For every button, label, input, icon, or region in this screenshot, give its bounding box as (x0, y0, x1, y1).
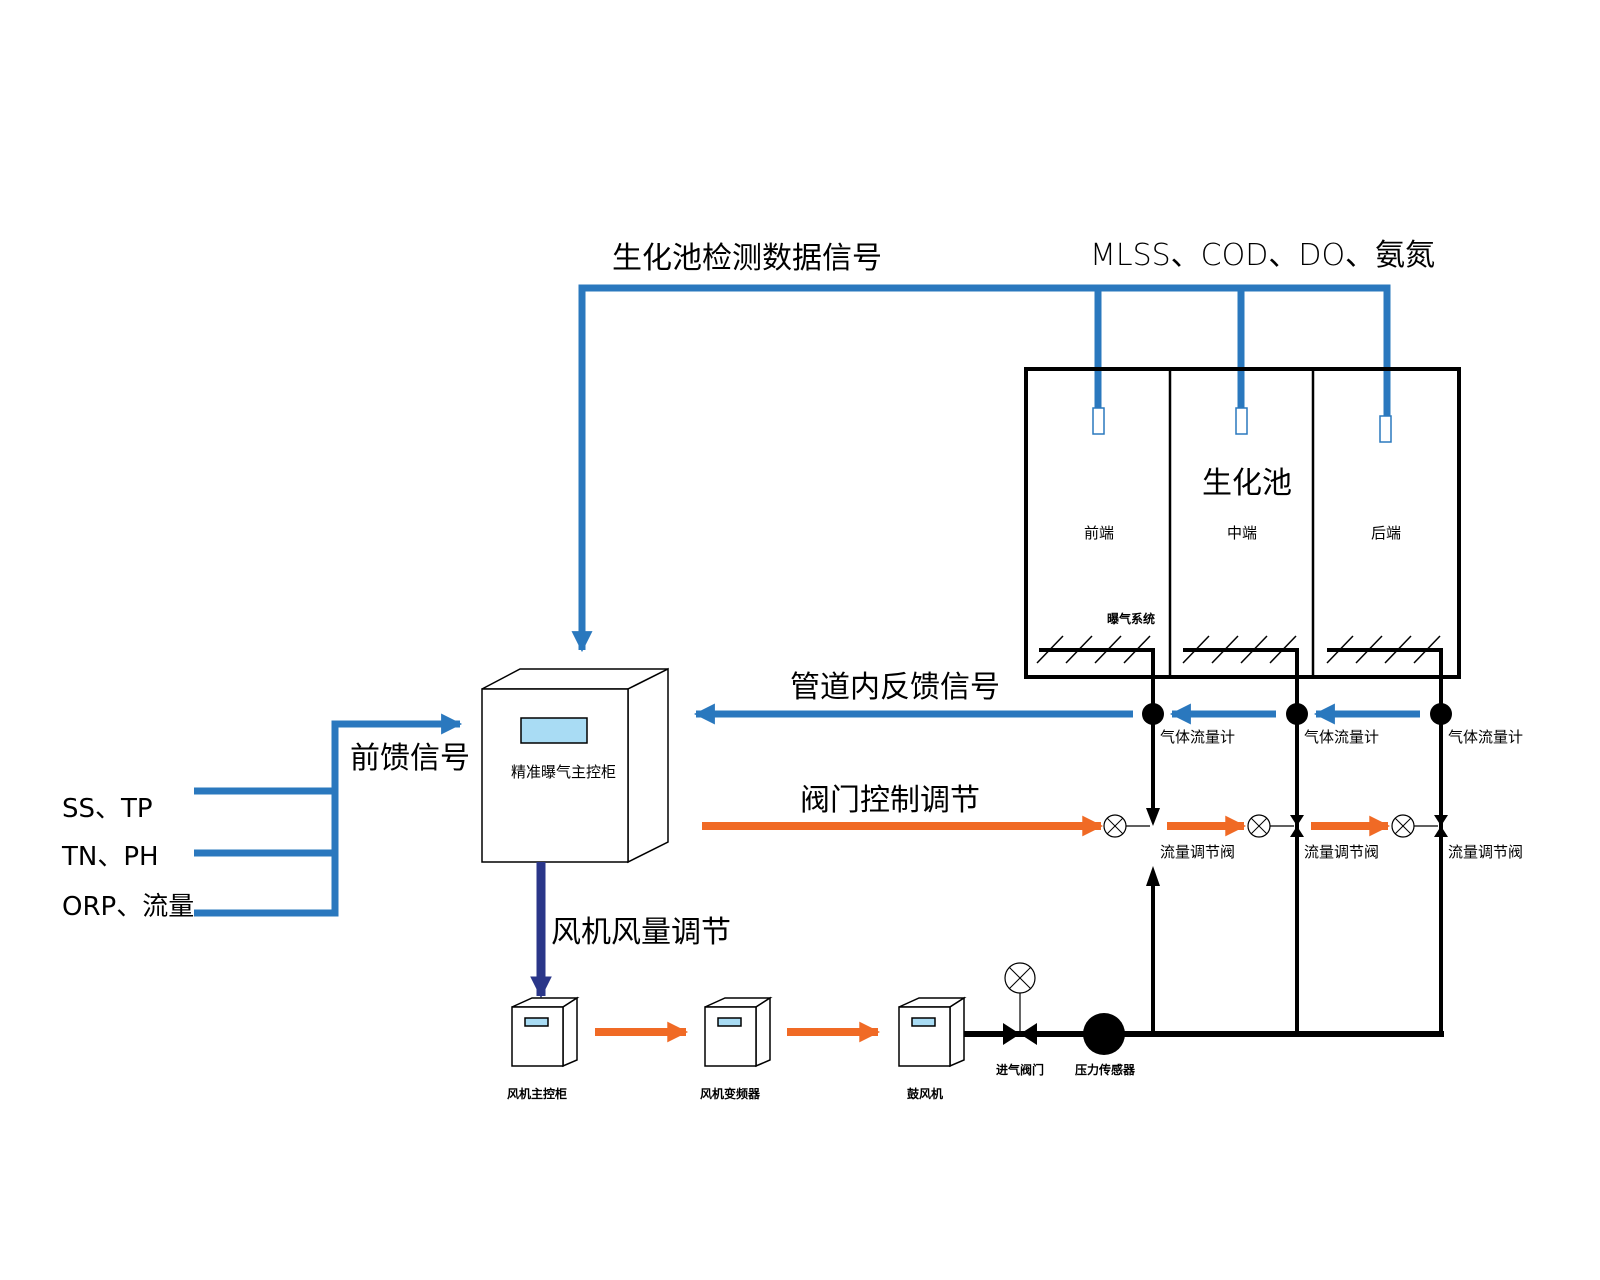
blower-label: 鼓风机 (907, 1086, 943, 1101)
inlet-valve (1003, 962, 1037, 1045)
bio-detection-signal-label: 生化池检测数据信号 (612, 241, 882, 276)
gas-flow-meter-back (1430, 703, 1452, 725)
bio-params-label: MLSS、COD、DO、氨氮 (1090, 238, 1435, 273)
sensor-probe-middle (1235, 407, 1248, 435)
valve-actuator-middle (1247, 814, 1294, 838)
fan-air-volume-label: 风机风量调节 (551, 915, 731, 950)
flow-valve-body-back (1434, 815, 1448, 837)
flow-valve-label-front: 流量调节阀 (1160, 843, 1235, 861)
pressure-sensor-label: 压力传感器 (1075, 1062, 1136, 1077)
main-control-cabinet (481, 667, 669, 864)
tank-section-front: 前端 (1084, 524, 1114, 542)
feedforward-signal-lines (194, 713, 463, 917)
up-arrow-front (1146, 866, 1160, 886)
down-arrow-front (1146, 808, 1160, 826)
sensor-probe-front (1092, 407, 1105, 435)
fan-main-control-cabinet-label: 风机主控柜 (507, 1086, 567, 1101)
tank-title: 生化池 (1202, 466, 1292, 501)
valve-actuator-back (1391, 814, 1438, 838)
feedforward-input-ss-tp: SS、TP (62, 794, 153, 824)
gas-flow-meter-label-middle: 气体流量计 (1304, 728, 1379, 746)
blower (898, 996, 967, 1068)
tank-section-back: 后端 (1371, 524, 1401, 542)
fan-main-control-cabinet (511, 996, 580, 1068)
valve-actuator-front (1103, 814, 1150, 838)
feedforward-input-tn-ph: TN、PH (61, 842, 159, 872)
bio-tank (1024, 367, 1461, 679)
fan-frequency-converter (704, 996, 773, 1068)
gas-flow-meter-front (1142, 703, 1164, 725)
pressure-sensor (1083, 1013, 1125, 1055)
gas-flow-meter-middle (1286, 703, 1308, 725)
flow-valve-label-back: 流量调节阀 (1448, 843, 1523, 861)
feedforward-input-orp-flow: ORP、流量 (62, 892, 194, 922)
flow-valve-label-middle: 流量调节阀 (1304, 843, 1379, 861)
aerator-middle (1182, 635, 1299, 690)
aeration-system-label: 曝气系统 (1107, 611, 1155, 626)
inlet-valve-label: 进气阀门 (996, 1062, 1044, 1077)
fan-frequency-converter-label: 风机变频器 (700, 1086, 761, 1101)
gas-flow-meter-label-front: 气体流量计 (1160, 728, 1235, 746)
tank-section-middle: 中端 (1227, 524, 1257, 542)
main-control-cabinet-label: 精准曝气主控柜 (511, 763, 616, 781)
valve-control-label: 阀门控制调节 (800, 783, 980, 818)
aerator-back (1326, 635, 1443, 690)
flow-valve-body-middle (1290, 815, 1304, 837)
bio-signal-bus (571, 284, 1391, 653)
aerator-front (1036, 635, 1155, 690)
sensor-probe-back (1379, 415, 1392, 443)
feedforward-signal-label: 前馈信号 (350, 741, 470, 776)
cabinet-screen (520, 717, 588, 744)
pipe-feedback-signal-label: 管道内反馈信号 (790, 670, 1000, 705)
gas-flow-meter-label-back: 气体流量计 (1448, 728, 1523, 746)
